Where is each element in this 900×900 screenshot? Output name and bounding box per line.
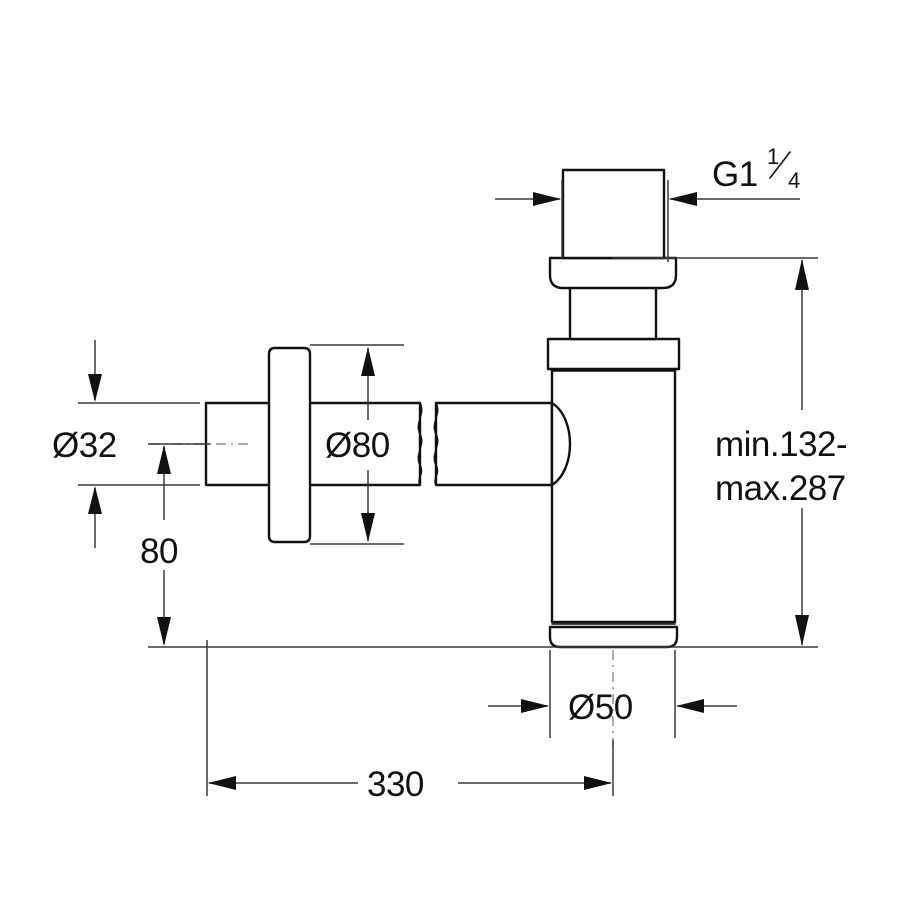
dimension-thread-size: G1 1 4 <box>495 144 800 262</box>
o32-arrow-top <box>88 374 102 402</box>
thread-arrow-left <box>533 192 561 206</box>
trap-body-inlet-socket-curve <box>551 402 571 486</box>
dim330-arrow-left <box>208 776 236 790</box>
o50-arrow-left <box>521 699 549 713</box>
o32-label: Ø32 <box>52 426 117 465</box>
thread-arrow-right <box>669 192 697 206</box>
inlet-pipe-right-segment <box>434 401 554 487</box>
dim80-label: 80 <box>140 532 178 571</box>
thread-size-label: G1 <box>712 155 758 194</box>
trap-riser-tube <box>568 283 658 341</box>
thread-fraction-bar <box>769 151 791 179</box>
o80-arrow-bottom <box>361 513 375 542</box>
inlet-spigot-g125 <box>561 168 666 260</box>
o32-arrow-bottom <box>88 486 102 514</box>
o80-arrow-top <box>361 347 375 376</box>
dimension-overall-length: 330 <box>206 640 614 804</box>
dimension-outlet-diameter: Ø50 <box>488 650 737 738</box>
trap-bottom-cap <box>548 625 679 649</box>
centerlines <box>150 443 614 760</box>
height-min-label: min.132- <box>715 425 847 464</box>
dim80-arrow-top <box>157 445 171 474</box>
trap-upper-collar <box>546 337 681 371</box>
o50-label: Ø50 <box>568 688 633 727</box>
dimension-height-range: min.132- max.287 <box>210 257 848 648</box>
o80-label: Ø80 <box>325 426 390 465</box>
dim80-arrow-bottom <box>157 617 171 646</box>
product-geometry <box>204 168 681 649</box>
o50-arrow-right <box>676 699 704 713</box>
break-line-right <box>433 402 439 486</box>
break-line-left <box>417 402 423 486</box>
height-arrow-bottom <box>795 615 809 646</box>
wall-flange-outline <box>267 346 312 544</box>
dimension-inlet-height: 80 <box>140 443 210 648</box>
dim330-arrow-right <box>584 776 612 790</box>
thread-fraction-denominator: 4 <box>788 168 800 193</box>
dimension-flange-diameter: Ø80 <box>310 344 404 545</box>
height-arrow-top <box>795 259 809 290</box>
trap-body-cylinder <box>550 368 677 624</box>
height-max-label: max.287 <box>715 469 846 508</box>
dim330-label: 330 <box>367 765 424 804</box>
thread-fraction-numerator: 1 <box>767 144 779 169</box>
dimension-inlet-diameter: Ø32 <box>52 340 200 548</box>
trap-top-nut <box>548 256 678 290</box>
